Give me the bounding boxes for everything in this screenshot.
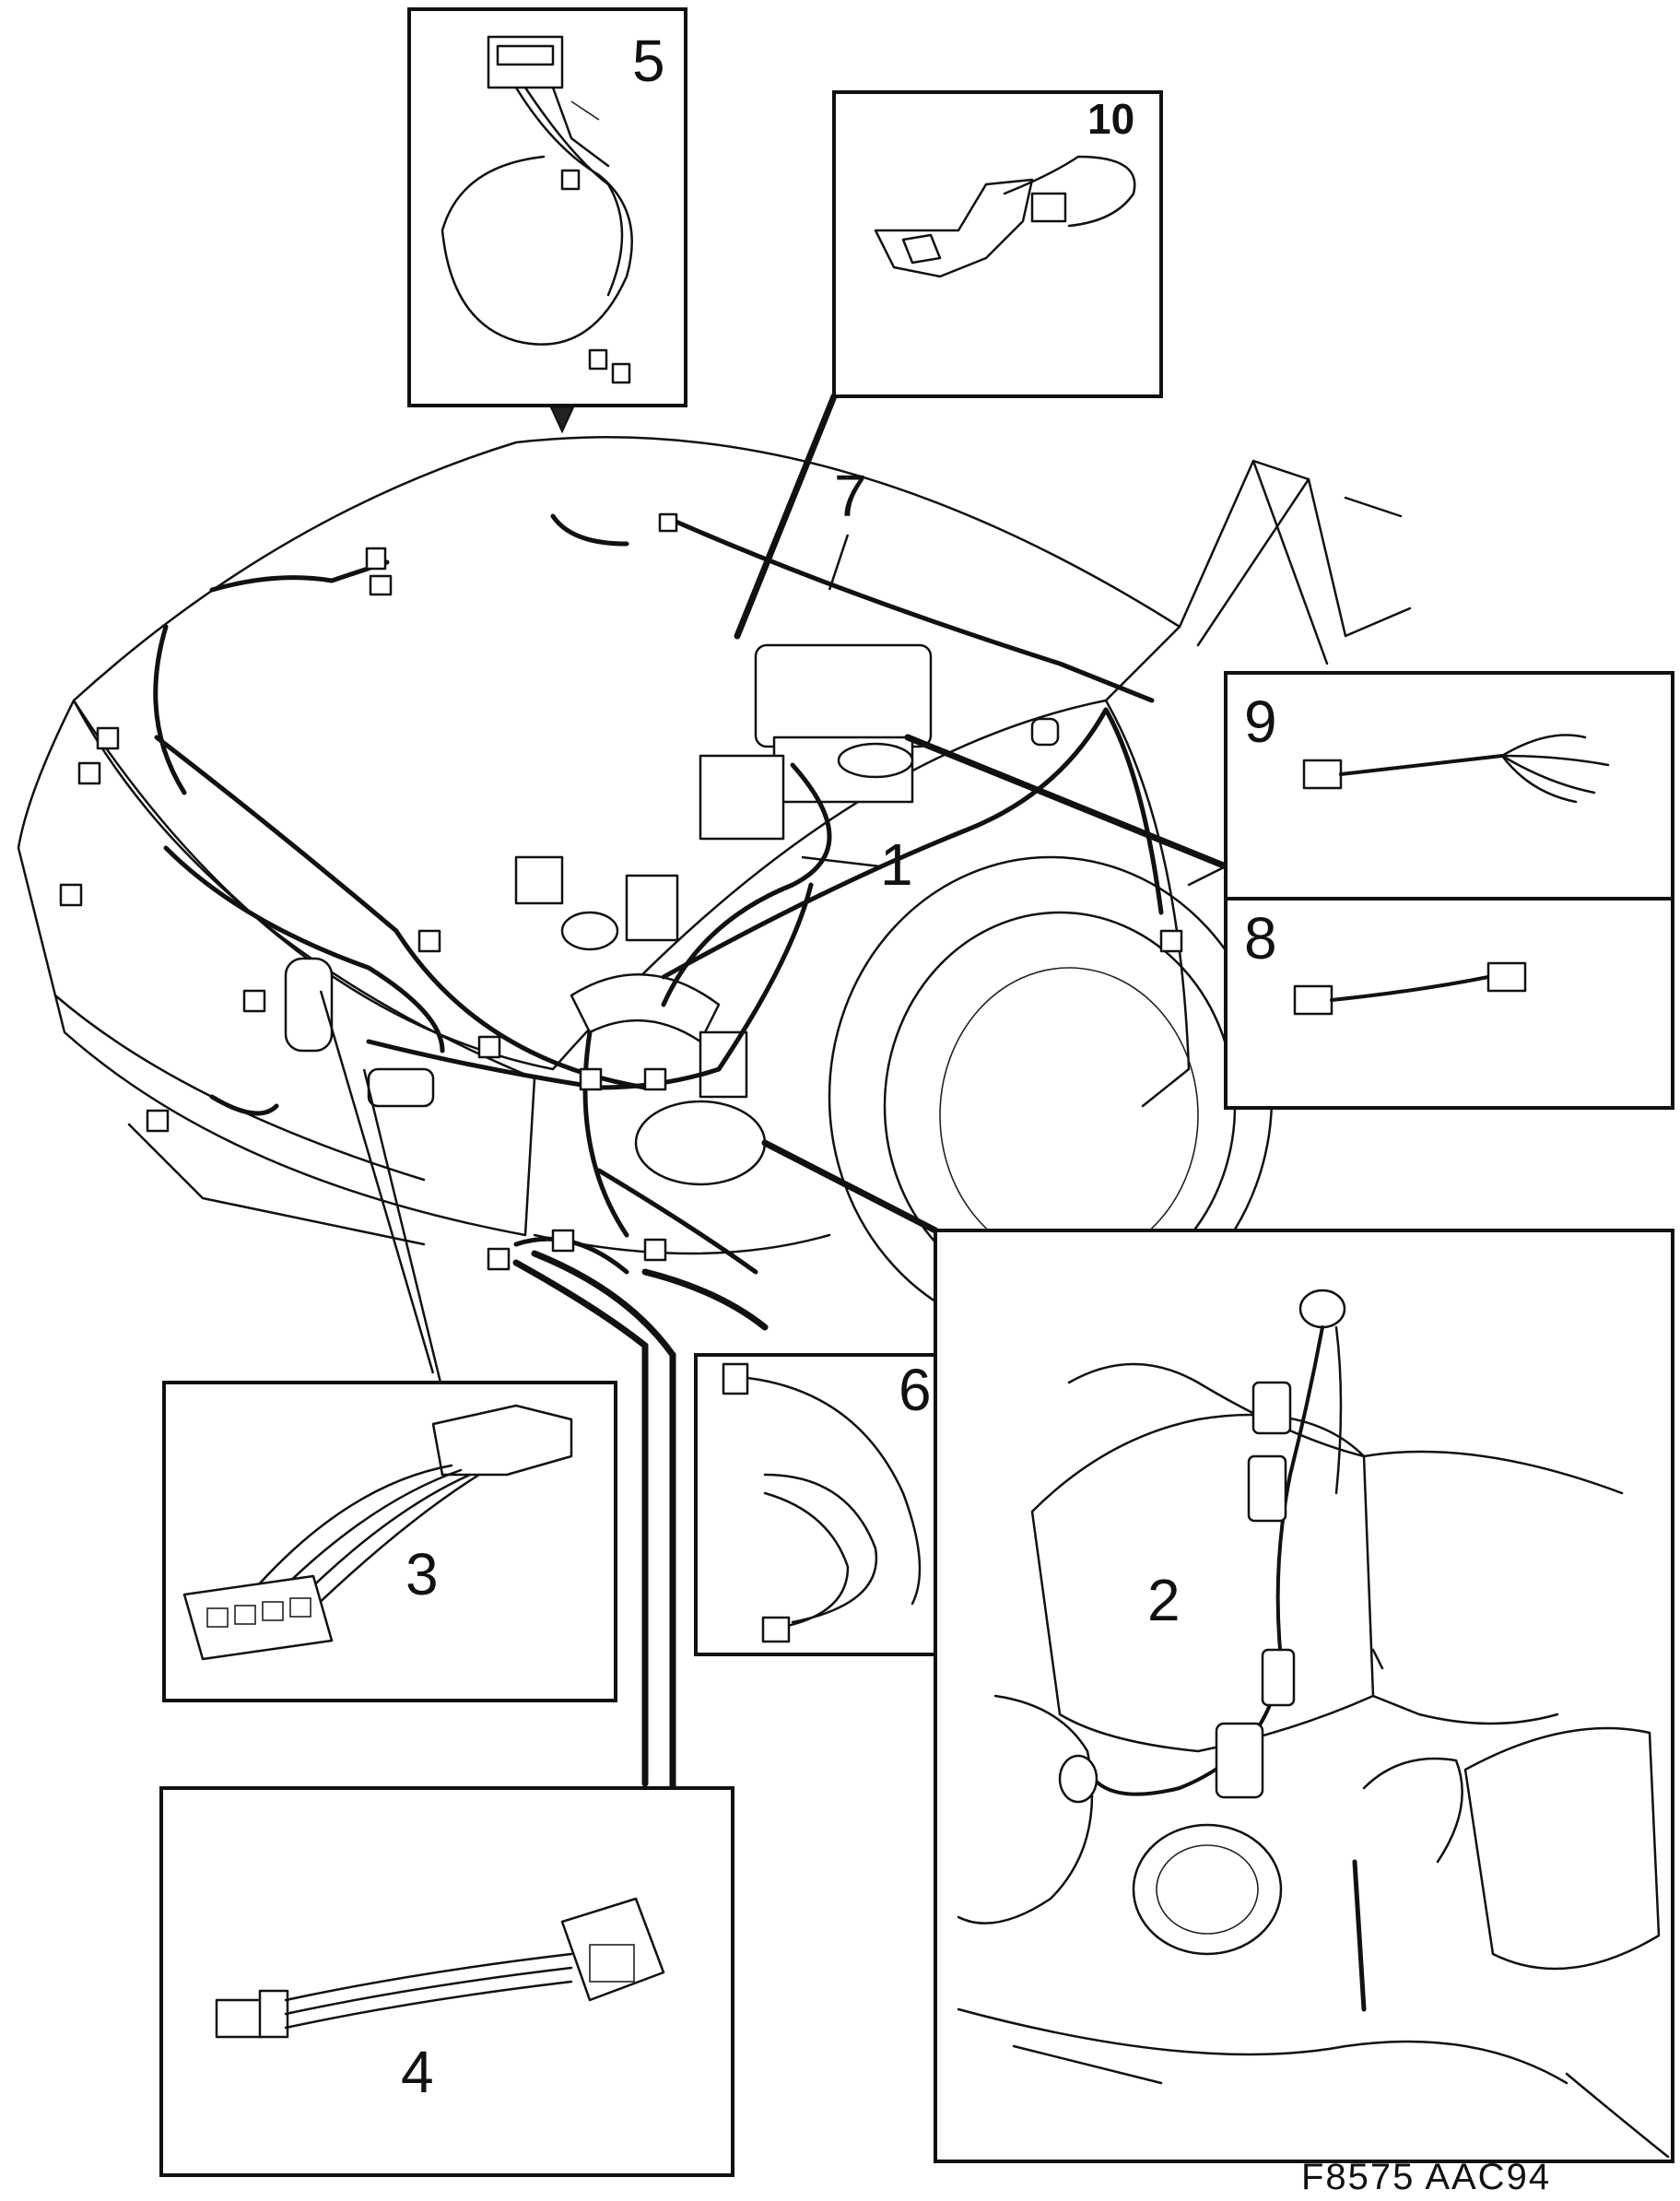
panel-item-6: 6 (694, 1353, 965, 1656)
callout-4: 4 (401, 2039, 434, 2105)
callout-2: 2 (1147, 1567, 1181, 1633)
callout-9: 9 (1244, 689, 1277, 755)
callout-5: 5 (632, 28, 665, 94)
callout-7: 7 (834, 463, 867, 529)
arrow-icon (549, 406, 575, 434)
car-body-outline (17, 436, 1412, 1338)
connector-8-right (1486, 961, 1527, 993)
figure-code: F8575 AAC94 (1301, 2157, 1551, 2197)
callout-6: 6 (899, 1357, 932, 1423)
panel-item-4: 4 (159, 1786, 734, 2177)
panel-item-2-detail: 2 (934, 1229, 1674, 2163)
panel-item-3: 3 (162, 1381, 617, 1702)
callout-8: 8 (1244, 905, 1277, 971)
harness-connectors (59, 512, 1183, 1271)
panel-item-10: 10 (832, 90, 1163, 398)
main-wiring-harness (153, 513, 1164, 1275)
callout-1: 1 (880, 831, 913, 898)
callout-3: 3 (405, 1541, 439, 1607)
panel-items-9-8: 9 8 (1224, 671, 1674, 1110)
engine-bay-components (284, 643, 933, 1186)
callout-10: 10 (1087, 95, 1134, 143)
panel-item-5: 5 (407, 7, 687, 407)
connector-8-left (1293, 984, 1333, 1016)
leader-lines (319, 393, 1286, 1810)
connector-9 (1302, 759, 1343, 790)
